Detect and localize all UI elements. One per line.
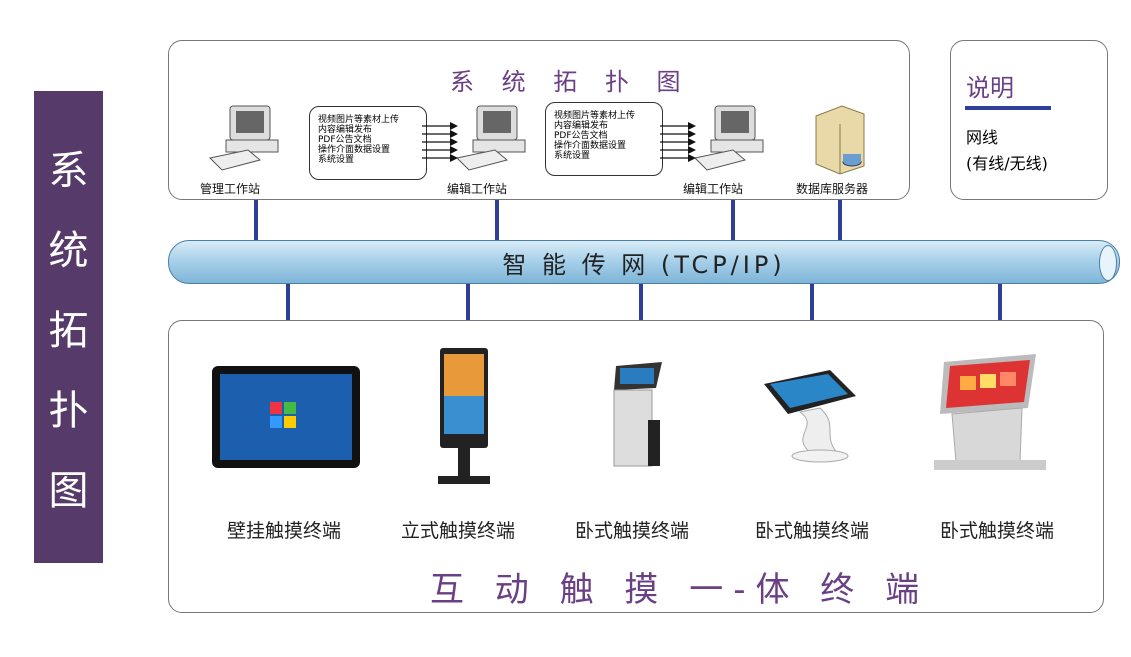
device-label: 卧式触摸终端: [574, 520, 690, 542]
wall-terminal-image: [212, 366, 360, 468]
device-label: 卧式触摸终端: [939, 520, 1055, 542]
station-label: 编辑工作站: [447, 182, 508, 196]
note-line: 内容编辑发布: [554, 121, 609, 131]
pipe-end: [1099, 245, 1117, 281]
device-label: 卧式触摸终端: [754, 520, 870, 542]
legend-text: 网线: [966, 128, 999, 147]
topology-title: 系 统 拓 扑 图: [450, 68, 691, 96]
note-line: 视频图片等素材上传: [554, 111, 636, 121]
computer-icon: [209, 105, 279, 171]
connector: [495, 200, 499, 240]
banner-char: 扑: [48, 388, 89, 434]
standing-terminal-image: [438, 348, 490, 484]
connector: [731, 200, 735, 240]
note-line: 视频图片等素材上传: [318, 115, 400, 125]
arrows-icon: [660, 122, 696, 162]
station-label: 数据库服务器: [796, 182, 869, 196]
station-label: 编辑工作站: [683, 182, 744, 196]
banner-char: 系: [48, 148, 89, 194]
note-line: 系统设置: [318, 155, 355, 165]
legend-title: 说明: [966, 74, 1014, 102]
kiosk-terminal-image: [613, 362, 662, 467]
table-terminal-image: [764, 370, 856, 463]
topology-panel: [168, 40, 910, 200]
connector: [810, 282, 814, 320]
note-line: 操作介面数据设置: [318, 145, 391, 155]
legend-line-sample: [965, 106, 1051, 110]
banner-char: 统: [48, 228, 89, 274]
connector: [254, 200, 258, 240]
banner-char: 拓: [48, 308, 89, 354]
computer-icon: [456, 105, 526, 171]
device-label: 立式触摸终端: [400, 520, 516, 542]
side-banner: 系 统 拓 扑 图: [34, 91, 103, 563]
station-label: 管理工作站: [200, 182, 261, 196]
terminals-title: 互 动 触 摸 一-体 终 端: [430, 570, 930, 610]
connector: [466, 282, 470, 320]
device-label: 壁挂触摸终端: [226, 520, 342, 542]
arrows-icon: [422, 122, 458, 162]
network-label: 智 能 传 网 (TCP/IP): [502, 250, 786, 279]
server-icon: [815, 105, 865, 175]
connector: [639, 282, 643, 320]
connector: [838, 200, 842, 240]
legend-text: (有线/无线): [966, 154, 1048, 173]
lying-terminal-image: [934, 354, 1046, 470]
note-line: PDF公告文档: [554, 131, 608, 141]
legend-panel: [950, 40, 1108, 200]
note-line: PDF公告文档: [318, 135, 372, 145]
computer-icon: [694, 105, 764, 171]
note-line: 系统设置: [554, 151, 591, 161]
note-line: 内容编辑发布: [318, 125, 373, 135]
connector: [998, 282, 1002, 320]
note-line: 操作介面数据设置: [554, 141, 627, 151]
banner-char: 图: [48, 468, 89, 514]
connector: [286, 282, 290, 320]
network-pipe: 智 能 传 网 (TCP/IP): [168, 240, 1120, 284]
